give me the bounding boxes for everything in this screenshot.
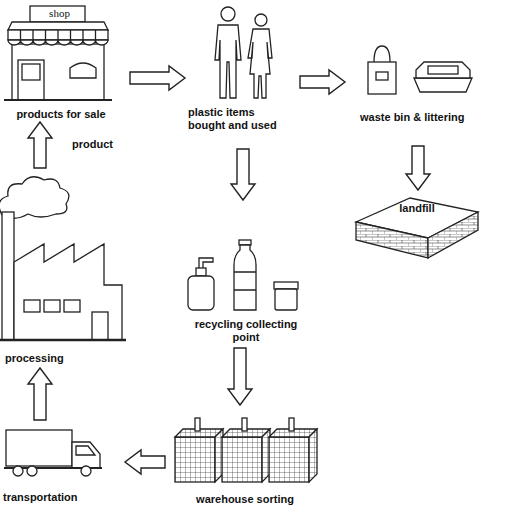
people-drawing: [215, 7, 272, 98]
stage-label: products for sale: [2, 108, 120, 121]
ground-line: [0, 339, 126, 342]
block-arrow: [125, 450, 165, 474]
bag-handle: [374, 46, 390, 62]
sorting-cage: [269, 418, 317, 482]
stage-node: waste bin & littering: [345, 38, 495, 146]
shop-door: [18, 60, 44, 100]
shop-roof: [8, 22, 108, 30]
plastic-bag: [368, 62, 396, 94]
water-bottle: [234, 245, 256, 310]
sorting-cage: [175, 418, 223, 482]
tray-rim: [428, 66, 458, 74]
shop-awning: [8, 30, 108, 40]
factory-window: [24, 300, 40, 312]
factory-drawing: [0, 177, 126, 340]
factory-window: [64, 300, 80, 312]
stage-node: recycling collecting point: [180, 200, 310, 348]
truck-wheel: [13, 466, 23, 476]
truck-wheel: [81, 466, 91, 476]
man-head: [221, 7, 235, 21]
block-arrow: [406, 146, 430, 190]
block-arrow: [28, 122, 52, 168]
jar-lid: [274, 282, 298, 289]
tray-lid: [416, 62, 470, 78]
factory-door: [92, 312, 108, 340]
factory-building: [14, 244, 122, 340]
sorting-cage: [222, 418, 270, 482]
shop-window: [70, 63, 96, 78]
stage-label: recycling collecting point: [184, 318, 308, 344]
jar: [275, 289, 297, 310]
truck-drawing: [4, 430, 102, 476]
landfill-front: [356, 222, 428, 258]
landfill-side: [428, 212, 478, 258]
ground-line: [4, 99, 112, 101]
pump-neck: [196, 268, 206, 276]
stage-label: transportation: [3, 491, 123, 504]
stage-node: warehouse sorting: [165, 405, 325, 510]
block-arrow: [28, 368, 52, 420]
tray-base: [414, 78, 472, 92]
woman-head: [255, 14, 267, 26]
door-glass: [22, 64, 40, 80]
bottle-cap: [239, 240, 251, 245]
pump-head: [199, 258, 213, 268]
bottles-drawing: [188, 240, 298, 310]
truck-cargo: [6, 430, 72, 466]
chimney: [2, 212, 14, 340]
stage-label: processing: [5, 352, 125, 365]
arrow-label: product: [72, 138, 113, 151]
pump-bottle: [188, 276, 214, 310]
stage-node: plastic items bought and used: [185, 4, 300, 149]
warehouse-drawing: [175, 418, 317, 482]
shop-wall: [12, 44, 104, 100]
block-arrow: [130, 66, 185, 90]
stage-label: warehouse sorting: [165, 493, 325, 506]
waste-drawing: [368, 46, 472, 94]
stage-label: waste bin & littering: [360, 111, 495, 124]
stage-node: processing: [0, 168, 130, 368]
awning-scallops: [8, 40, 108, 45]
man-body: [215, 25, 241, 98]
shop-drawing: [4, 6, 112, 100]
factory-window: [44, 300, 60, 312]
stage-node: transportation: [0, 420, 125, 510]
truck-cab: [72, 442, 100, 468]
bottle-ridges: [234, 272, 256, 290]
block-arrow: [300, 70, 345, 94]
bag-tag: [376, 72, 388, 80]
block-arrow: [228, 348, 252, 405]
truck-wheel: [27, 466, 37, 476]
truck-window: [76, 446, 95, 455]
awning-stripes: [21, 30, 96, 40]
woman-body: [248, 29, 272, 98]
stage-node: landfill: [355, 190, 480, 258]
landfill-drawing: [356, 198, 478, 258]
stage-node: shop products for sale: [2, 4, 130, 122]
sign-text: shop: [32, 7, 87, 20]
stage-label: landfill: [387, 202, 447, 215]
stage-label: plastic items bought and used: [188, 106, 286, 132]
block-arrow: [231, 149, 255, 200]
